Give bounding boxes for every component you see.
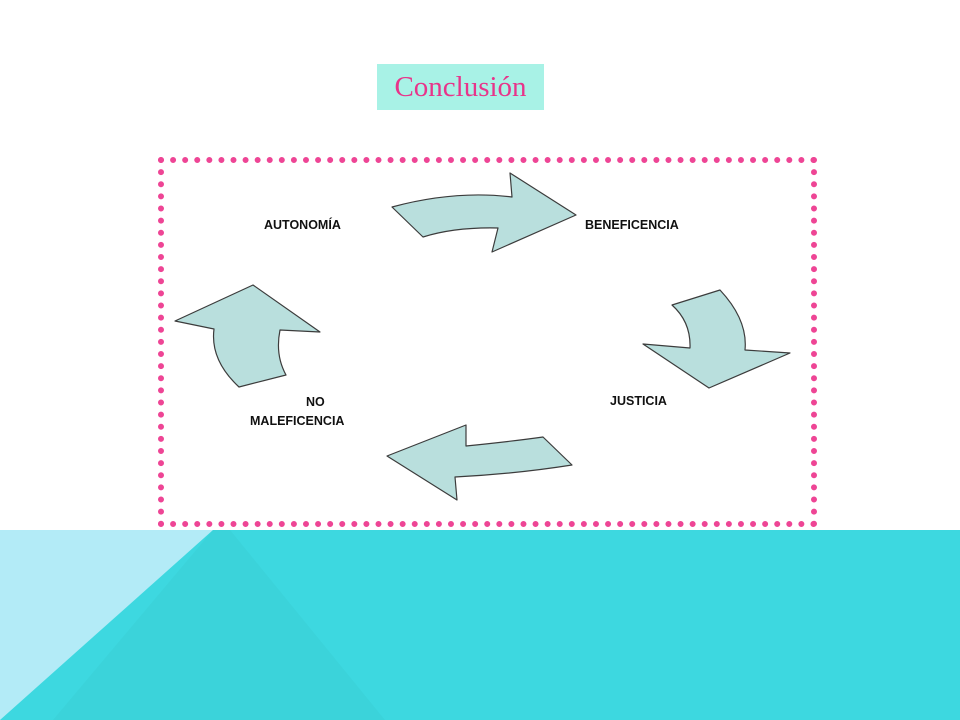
node-autonomia-label: AUTONOMÍA xyxy=(264,217,341,232)
diagram-frame xyxy=(158,157,817,527)
footer-decoration xyxy=(0,530,960,720)
node-no-maleficencia-label-line1: NO xyxy=(306,395,325,409)
arrow-beneficencia-to-justicia xyxy=(642,289,791,389)
node-justicia-label: JUSTICIA xyxy=(610,394,667,408)
node-no-maleficencia-label-line2: MALEFICENCIA xyxy=(250,414,344,428)
arrow-justicia-to-no-maleficencia xyxy=(386,424,573,501)
footer-light-triangle xyxy=(0,530,213,720)
arrow-autonomia-to-beneficencia xyxy=(391,172,577,253)
node-beneficencia-label: BENEFICENCIA xyxy=(585,218,679,232)
footer-shade-triangle xyxy=(53,530,385,720)
arrow-no-maleficencia-to-autonomia xyxy=(174,284,321,388)
slide-title: Conclusión xyxy=(377,64,544,110)
